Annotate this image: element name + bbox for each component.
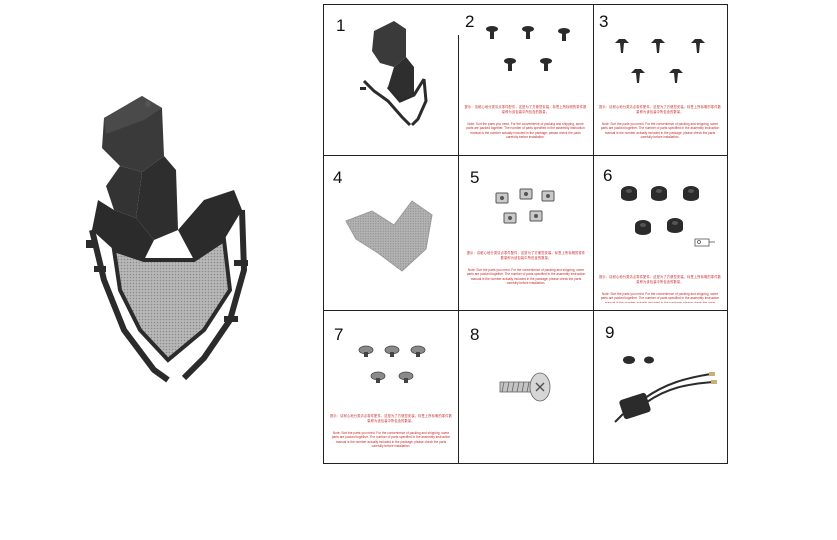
panel-number: 7 bbox=[334, 325, 344, 344]
packing-note-zh: 提示：请耐心地分类清点零件配件，这是为了方便您安装。标签上所标明的零件数量即为该… bbox=[464, 105, 587, 114]
panel-number: 4 bbox=[333, 168, 343, 187]
packing-note-en: Note: Sort the parts you need. For the c… bbox=[600, 292, 720, 303]
panel-5: 5 提示：请耐心地分类清点零件配件，这是为了方便您安装。标签上所标明的零件数量即… bbox=[458, 155, 593, 310]
well-nut-set-icon bbox=[358, 345, 426, 383]
grid-divider bbox=[593, 5, 594, 463]
packing-note-en: Note: Sort the parts you need. For the c… bbox=[600, 122, 721, 139]
packing-note-en: Note: Sort the parts you need. For the c… bbox=[331, 431, 452, 448]
packing-note: 提示：请耐心地分类清点零件配件，这是为了方便您安装。标签上所标明的零件数量即为该… bbox=[464, 97, 587, 139]
parts-grid: 1 2 提示：请耐心地分类清点零件配件，这是为了方便您安装。标签上所标明的零件数… bbox=[323, 4, 728, 464]
panel-number: 6 bbox=[603, 166, 613, 185]
panel-number: 8 bbox=[470, 325, 480, 344]
panel-number: 5 bbox=[470, 168, 480, 187]
packing-note-zh: 提示：请耐心地分类清点零件配件，这是为了方便您安装。标签上所标明的零件数量即为该… bbox=[599, 105, 721, 114]
panel-3: 3 提示：请耐心地分类清点零件配件，这是为了方便您安装。标签上所标明的零件数量即… bbox=[593, 5, 727, 155]
relay-harness-icon bbox=[614, 356, 717, 423]
front-fairing-assembly-icon bbox=[86, 96, 248, 383]
packing-note-zh: 提示：请耐心地分类清点零件配件，这是为了方便您安装。标签上所标明的零件数量即为该… bbox=[599, 275, 721, 284]
panel-2: 2 提示：请耐心地分类清点零件配件，这是为了方便您安装。标签上所标明的零件数量即… bbox=[458, 5, 593, 155]
packing-note-en: Note: Sort the parts you need. For the c… bbox=[466, 122, 586, 139]
panel-9: 9 bbox=[593, 310, 727, 463]
bolt-set-icon bbox=[486, 26, 570, 71]
packing-note: 提示：请耐心地分类清点零件配件，这是为了方便您安装。标签上所标明的零件数量即为该… bbox=[599, 97, 721, 139]
clip-nut-set-icon bbox=[495, 188, 555, 224]
panel-7: 7 提示：请耐心地分类清点零件配件，这是为了方便您安装。标签上所标明的零件数量即… bbox=[324, 310, 458, 463]
panel-number: 1 bbox=[336, 16, 346, 35]
panel-number: 9 bbox=[605, 323, 615, 342]
packing-note-zh: 提示：请耐心地分类清点零件配件，这是为了方便您安装。标签上所标明的零件数量即为该… bbox=[330, 414, 452, 423]
packing-note-zh: 提示：请耐心地分类清点零件配件，这是为了方便您安装。标签上所标明的零件数量即为该… bbox=[466, 251, 586, 260]
screw-icon bbox=[499, 372, 551, 402]
grid-divider bbox=[324, 310, 727, 311]
packing-note: 提示：请耐心地分类清点零件配件，这是为了方便您安装。标签上所标明的零件数量即为该… bbox=[466, 243, 586, 289]
panel-6: 6 提示：请耐心地分类清点零件配件，这是为了方便您安装。标签上所标明的零件数量即… bbox=[593, 155, 727, 310]
panel-1: 1 bbox=[324, 5, 458, 155]
packing-note: 提示：请耐心地分类清点零件配件，这是为了方便您安装。标签上所标明的零件数量即为该… bbox=[330, 406, 452, 452]
panel-8: 8 bbox=[458, 310, 593, 463]
packing-note: 提示：请耐心地分类清点零件配件，这是为了方便您安装。标签上所标明的零件数量即为该… bbox=[599, 267, 721, 303]
rubber-grommet-set-icon bbox=[621, 186, 715, 247]
panel-4: 4 bbox=[324, 155, 458, 310]
fairing-bracket-icon bbox=[360, 21, 428, 127]
packing-note-en: Note: Sort the parts you need. For the c… bbox=[466, 268, 586, 285]
panel-number: 3 bbox=[599, 12, 609, 31]
grid-divider bbox=[458, 35, 459, 463]
push-rivet-set-icon bbox=[615, 39, 705, 83]
grid-divider bbox=[324, 155, 727, 156]
panel-number: 2 bbox=[465, 12, 475, 31]
mesh-grille-icon bbox=[345, 200, 433, 272]
